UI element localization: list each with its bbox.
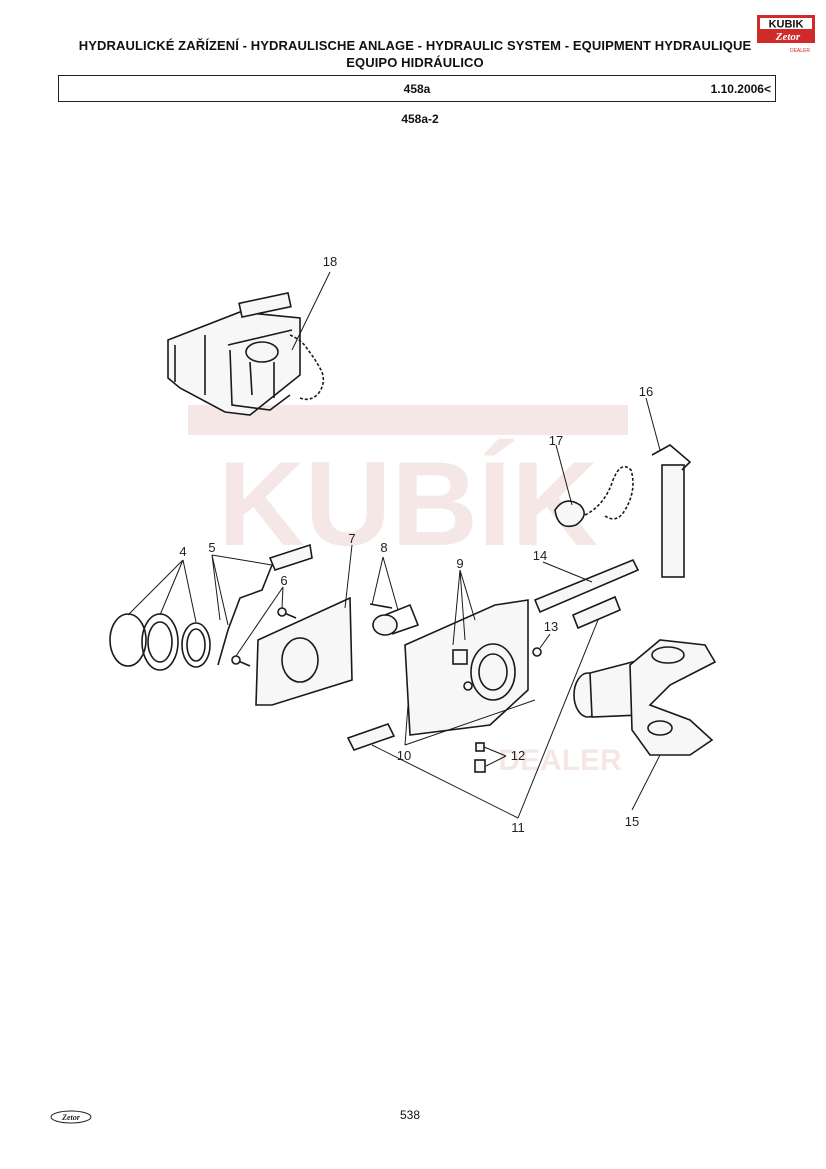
callout-10: 10: [397, 748, 411, 763]
callout-12: 12: [511, 748, 525, 763]
part-9-housing: [404, 599, 529, 736]
revision-date: 1.10.2006<: [710, 82, 771, 96]
part-18-hitch: [167, 292, 325, 416]
callout-11: 11: [511, 820, 525, 835]
callout-15: 15: [625, 814, 639, 829]
watermark-sub: DEALER: [498, 744, 622, 777]
part-13-fitting: [532, 647, 542, 657]
part-17-clip: [554, 465, 634, 528]
svg-text:DEALER: DEALER: [790, 48, 810, 54]
kubik-watermark: KUBÍK DEALER: [188, 405, 628, 777]
part-5-lever: [217, 543, 313, 666]
callout-9: 9: [456, 556, 463, 571]
callout-8: 8: [380, 540, 387, 555]
callout-7: 7: [348, 531, 355, 546]
callout-18: 18: [323, 254, 337, 269]
part-11-14-pins: [346, 558, 640, 751]
part-12-bushings: [474, 742, 486, 773]
callout-13: 13: [544, 619, 558, 634]
zetor-footer-logo: Zetor: [50, 1110, 92, 1124]
callout-5: 5: [208, 540, 215, 555]
callout-4: 4: [179, 544, 186, 559]
diagram-code: 458a: [403, 82, 431, 96]
diagram-subcode: 458a-2: [401, 112, 439, 126]
part-15-yoke: [573, 639, 717, 756]
svg-text:KUBIK: KUBIK: [769, 19, 804, 31]
part-8-coupler: [369, 603, 420, 636]
info-bar: 458a 1.10.2006<: [58, 75, 776, 102]
callout-numbers: 4 5 6 7 8 9 10 11 12 13 14 15 16 17 18: [179, 254, 653, 835]
part-16-pin: [651, 444, 692, 578]
svg-text:Zetor: Zetor: [61, 1113, 81, 1122]
callout-14: 14: [533, 548, 547, 563]
part-4-rings: [109, 613, 211, 671]
page-title-line2: EQUIPO HIDRÁULICO: [346, 55, 484, 70]
page-number: 538: [399, 1108, 421, 1122]
callout-16: 16: [639, 384, 653, 399]
page-title-line1: HYDRAULICKÉ ZAŘÍZENÍ - HYDRAULISCHE ANLA…: [78, 38, 752, 53]
part-7-plate: [255, 596, 353, 706]
callout-17: 17: [549, 433, 563, 448]
kubik-zetor-logo: KUBIK Zetor DEALER: [757, 15, 815, 54]
watermark-brand: KUBÍK: [218, 437, 598, 571]
callout-6: 6: [280, 573, 287, 588]
leader-lines: [127, 271, 661, 819]
svg-text:Zetor: Zetor: [775, 31, 801, 43]
